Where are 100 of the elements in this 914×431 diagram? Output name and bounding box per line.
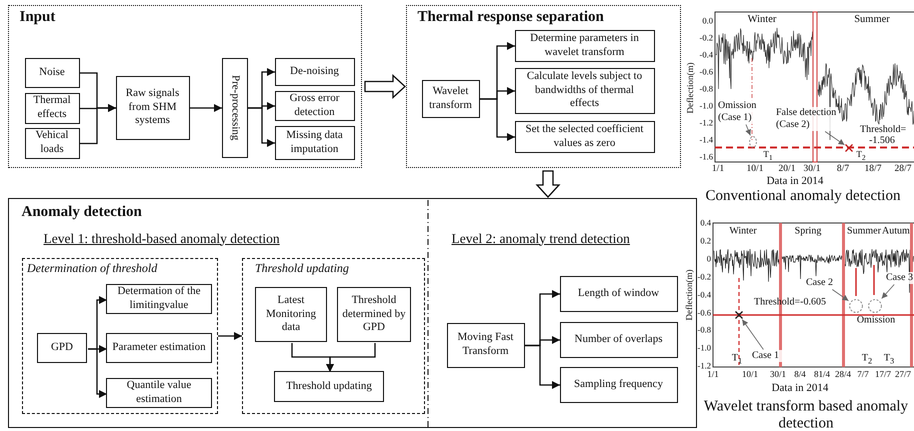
tick-label: -1.6 <box>700 152 713 162</box>
process-box <box>274 371 384 402</box>
process-box <box>422 80 480 118</box>
threshold-label: Threshold= -1.506 <box>860 124 904 146</box>
tick-label: 0.4 <box>700 218 711 228</box>
process-box <box>106 333 212 363</box>
group-frame <box>8 198 697 428</box>
step-text: Parameter estimation <box>112 341 206 355</box>
process-box <box>24 92 80 124</box>
block-arrow <box>364 74 406 99</box>
group-title: Determination of threshold <box>27 261 158 276</box>
process-box <box>116 76 190 140</box>
group-title: Level 2: anomaly trend detection <box>452 230 630 246</box>
arrow <box>480 98 515 141</box>
step-text: Wavelet transform <box>428 84 473 112</box>
arrow <box>326 343 376 372</box>
arrow <box>248 107 275 147</box>
step-text: Threshold determined by GPD <box>342 294 406 336</box>
tick-label: 1/1 <box>707 370 719 380</box>
process-box <box>274 58 354 86</box>
chart-caption: Wavelet transform based anomaly detection <box>702 398 910 431</box>
tick-label: -1.4 <box>700 135 713 145</box>
tick-label: 7/7 <box>857 370 869 380</box>
tick-label: -0.4 <box>698 290 711 300</box>
step-text: Sampling frequency <box>574 378 663 392</box>
step-text: Raw signals from SHM systems <box>124 86 180 128</box>
tick-label: -0.2 <box>700 33 713 43</box>
anomaly-marker <box>845 144 853 152</box>
group-title: Thermal response separation <box>418 8 604 26</box>
tick-label: 30/1 <box>804 164 820 174</box>
process-box <box>514 30 654 62</box>
tick-label: 8/4 <box>794 370 806 380</box>
step-text: Quantile value estimation <box>126 379 192 407</box>
step-text: Noise <box>39 66 65 80</box>
step-text: Missing data imputation <box>285 128 344 156</box>
tick-label: 0.0 <box>702 16 713 26</box>
time-marker-label: T$_{2}$ <box>856 150 866 162</box>
process-box <box>560 322 678 358</box>
tick-label: -0.2 <box>698 272 711 282</box>
annotation-text: Case 1 <box>752 350 784 362</box>
tick-label: 28/7 <box>894 164 912 174</box>
step-text: Determine parameters in wavelet transform <box>529 32 640 60</box>
leader-line <box>824 131 845 146</box>
process-box <box>222 58 248 158</box>
tick-label: 1/1 <box>712 164 724 174</box>
tick-label: 20/1 <box>778 164 796 174</box>
step-text: De-noising <box>290 64 339 78</box>
tick-label: -0.8 <box>698 326 711 336</box>
group-frame <box>242 258 424 414</box>
step-text: Threshold updating <box>286 380 372 394</box>
axis-title: Data in 2014 <box>772 382 828 394</box>
tick-label: -0.4 <box>700 50 713 60</box>
group-title: Anomaly detection <box>22 204 142 220</box>
step-text: GPD <box>50 341 73 355</box>
time-marker-label: T$_{3}$ <box>884 352 894 366</box>
tick-label: 18/7 <box>864 164 882 174</box>
process-box <box>560 276 678 312</box>
tick-label: 30/1 <box>770 370 786 380</box>
leader-line <box>742 319 764 350</box>
season-label: Autum <box>882 226 910 236</box>
process-box <box>514 68 654 114</box>
step-text: Gross error detection <box>288 92 340 120</box>
annotation-text: False detection (Case 2) <box>776 107 838 131</box>
season-label: Summer <box>847 226 881 236</box>
process-box <box>337 287 411 342</box>
time-marker-label: T$_{1}$ <box>732 352 742 366</box>
annotation-text: Omission <box>856 314 896 326</box>
axis-title: Deflection(m) <box>686 62 696 114</box>
tick-label: 8/7 <box>836 164 850 174</box>
process-box <box>514 120 654 152</box>
tick-label: 10/1 <box>742 370 758 380</box>
season-label: Spring <box>794 226 822 236</box>
group-frame <box>8 5 362 168</box>
omission-marker <box>849 299 863 313</box>
anomaly-marker <box>735 311 743 319</box>
process-box <box>255 287 327 342</box>
step-text: Number of overlaps <box>574 332 662 346</box>
tick-label: -1.0 <box>700 101 713 111</box>
block-arrow <box>536 170 560 198</box>
time-marker-label: T$_{2}$ <box>862 352 872 366</box>
annotation-text: Case 3 <box>886 272 914 284</box>
step-text: Vehical loads <box>34 129 70 157</box>
arrow <box>80 104 116 144</box>
group-frame <box>406 5 681 168</box>
arrow <box>525 344 560 389</box>
arrow <box>88 348 107 398</box>
tick-label: 27/7 <box>895 370 911 380</box>
process-box <box>560 366 678 402</box>
step-text: Determation of the limitingvalue <box>116 285 202 313</box>
arrow <box>190 104 222 112</box>
process-box <box>274 126 354 160</box>
axis-title: Data in 2014 <box>766 174 824 188</box>
tick-label: 0.2 <box>700 236 711 246</box>
time-marker-label: T$_{1}$ <box>763 150 773 162</box>
tick-label: 0 <box>706 254 711 264</box>
season-label: Winter <box>729 226 757 236</box>
group-title: Input <box>20 8 56 26</box>
step-text: Thermal effects <box>32 94 72 122</box>
leader-line <box>881 284 895 299</box>
step-text: Set the selected coefficient values as zero <box>524 122 644 150</box>
